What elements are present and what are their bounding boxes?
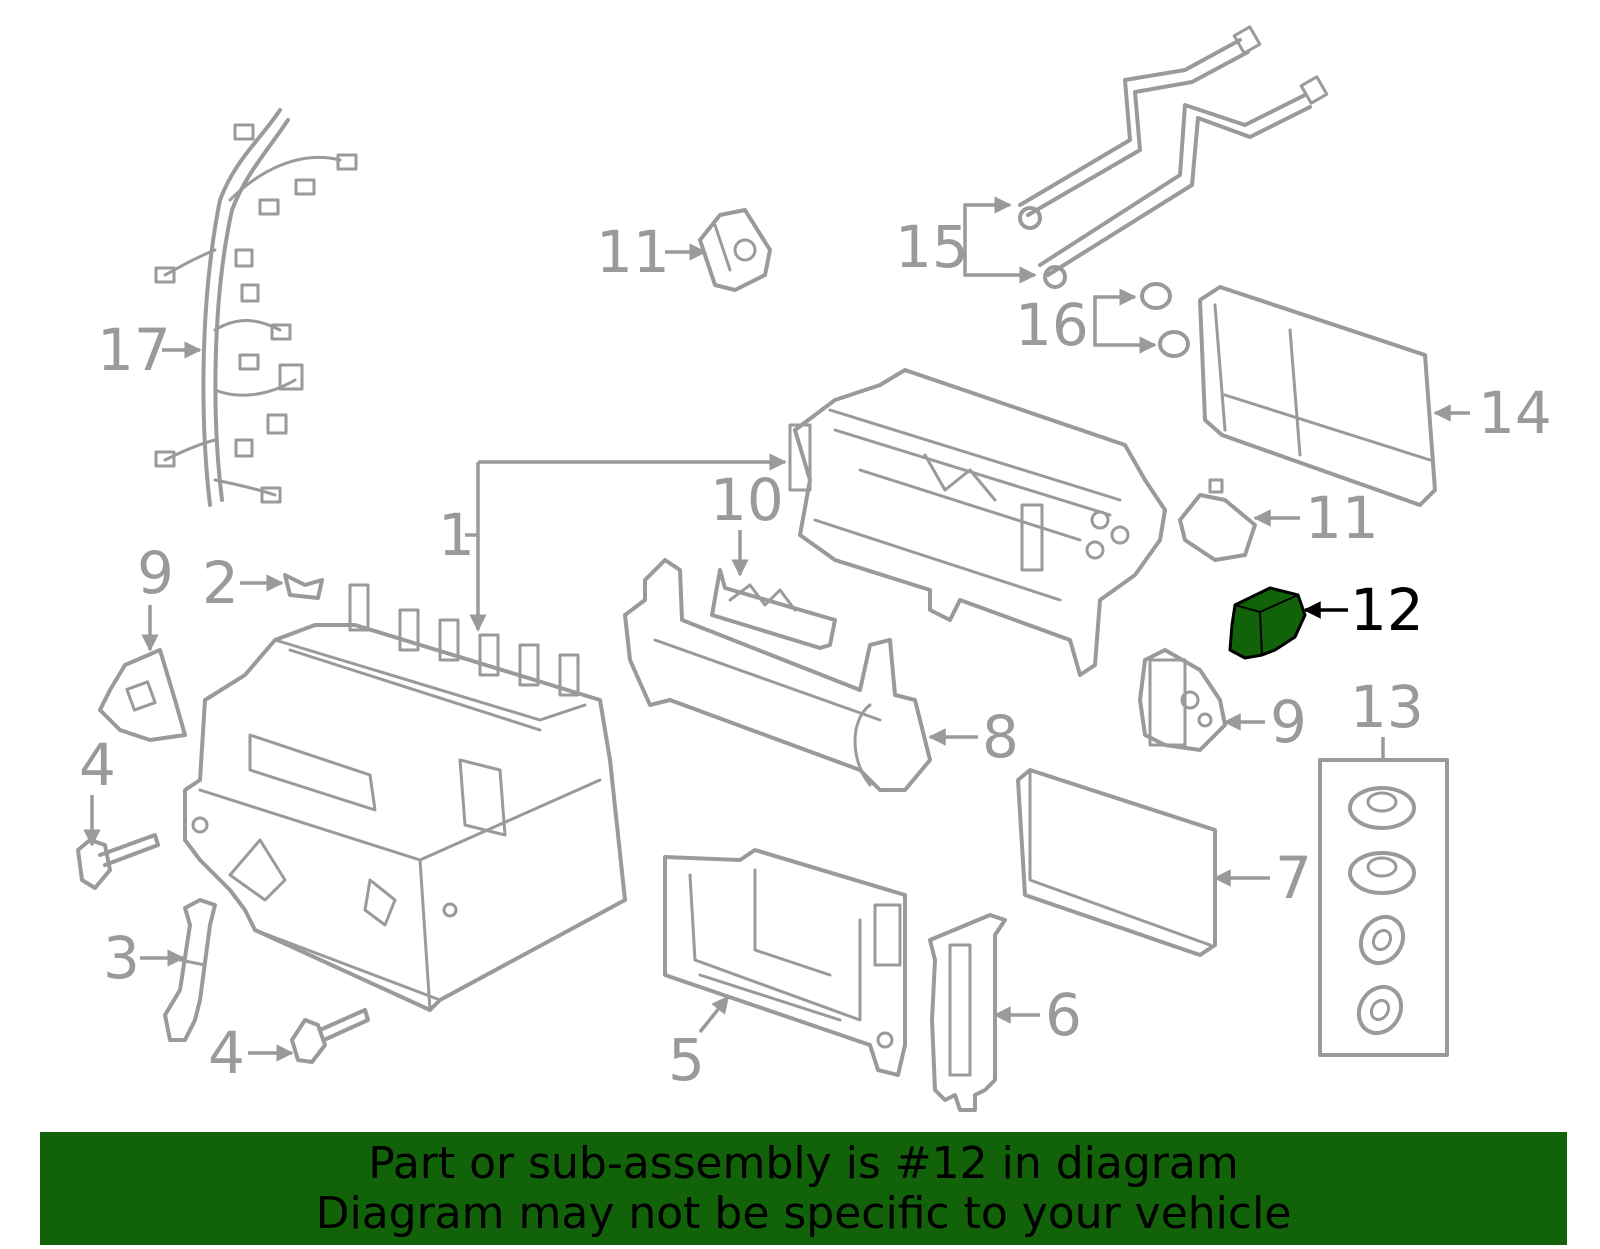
callout-17: 17 [97,316,171,384]
callout-16: 16 [1015,291,1089,359]
banner-line-2: Diagram may not be specific to your vehi… [315,1187,1292,1239]
leader-lines [83,196,1470,1062]
callout-11-lower: 11 [1305,484,1379,552]
part-11-actuator-lower [1178,478,1257,562]
part-16-o-rings [1140,282,1190,358]
banner-line-1: Part or sub-assembly is #12 in diagram [368,1137,1239,1189]
part-7-cabin-filter [1016,768,1217,957]
callout-2: 2 [202,549,239,617]
part-1-upper-case [788,368,1167,677]
callout-1: 1 [438,501,475,569]
callout-10: 10 [710,466,784,534]
callout-11-upper: 11 [596,218,670,286]
callout-4-upper: 4 [79,731,116,799]
callout-7: 7 [1275,844,1312,912]
callout-15: 15 [895,213,969,281]
callout-14: 14 [1478,379,1552,447]
part-13-grommet-kit [1318,758,1449,1057]
callout-9-right: 9 [1270,688,1307,756]
part-14-evaporator-core [1198,285,1437,507]
callout-8: 8 [982,703,1019,771]
info-banner: Part or sub-assembly is #12 in diagram D… [40,1132,1567,1245]
part-10-door [710,568,837,650]
callout-labels: 17 11 15 16 14 11 12 10 1 2 9 4 3 4 5 6 … [79,213,1552,1094]
callout-3: 3 [103,924,140,992]
part-2-clip [283,573,324,600]
part-9-motor-right [1138,648,1227,752]
part-1-main-case [183,583,627,1012]
part-9-motor-left [98,648,187,742]
part-17-wiring-harness [154,108,358,507]
callout-5: 5 [668,1026,705,1094]
part-8-duct [623,558,932,792]
part-4-sensor-upper [76,833,160,890]
part-5-lower-cover [663,848,907,1077]
part-12-highlighted [1228,586,1307,660]
callout-6: 6 [1045,981,1082,1049]
part-15-ac-lines [1018,25,1329,289]
part-11-actuator-upper [698,208,772,292]
callout-9-left: 9 [137,539,174,607]
callout-12: 12 [1350,576,1424,644]
callout-13: 13 [1350,673,1424,741]
part-6-bracket [928,913,1007,1112]
callout-4-lower: 4 [208,1019,245,1087]
part-4-sensor-lower [290,1008,370,1064]
